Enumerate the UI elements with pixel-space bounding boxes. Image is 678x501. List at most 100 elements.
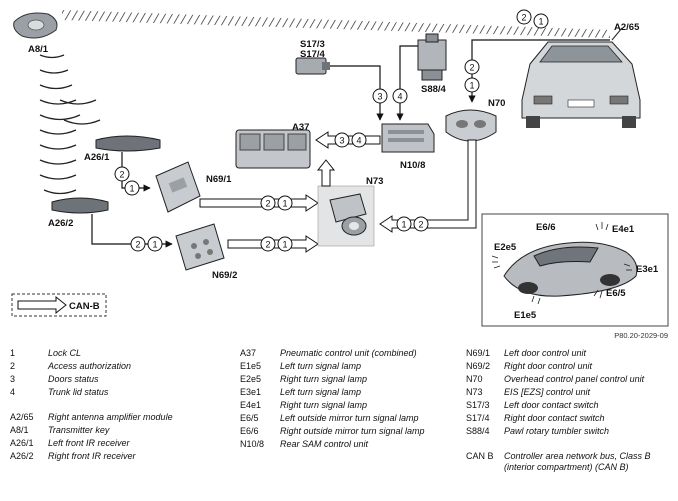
legend-row: CAN B Controller area network bus, Class … <box>466 451 672 473</box>
label-a26-2: A26/2 <box>48 218 73 229</box>
legend-key: N69/2 <box>466 361 491 371</box>
label-n10-8: N10/8 <box>400 160 425 171</box>
legend-key: E4e1 <box>240 400 262 410</box>
left-front-ir-receiver-icon <box>95 135 161 152</box>
legend-value: Right turn signal lamp <box>280 374 368 384</box>
legend-key: A2/65 <box>10 412 34 422</box>
legend-key: A8/1 <box>10 425 29 435</box>
label-n69-2: N69/2 <box>212 270 237 281</box>
legend-value: Right antenna amplifier module <box>48 412 173 422</box>
svg-text:1: 1 <box>469 81 474 91</box>
legend-value: Left front IR receiver <box>48 438 130 448</box>
legend-value: Controller area network bus, Class B (in… <box>504 451 651 472</box>
transmitter-key-icon <box>13 12 58 39</box>
legend-value: Left outside mirror turn signal lamp <box>280 413 419 423</box>
legend-key: N73 <box>466 387 483 397</box>
legend-value: Right door control unit <box>504 361 593 371</box>
left-door-control-unit-icon <box>155 161 201 213</box>
label-e6-6: E6/6 <box>536 222 556 233</box>
svg-text:4: 4 <box>356 136 361 146</box>
legend-key: A37 <box>240 348 257 358</box>
overhead-control-panel-icon <box>445 109 497 142</box>
legend-key: 2 <box>10 361 16 371</box>
can-b-key-label: CAN-B <box>69 301 100 312</box>
legend-key: A26/2 <box>10 451 34 461</box>
svg-text:3: 3 <box>377 92 382 102</box>
car-rear-icon <box>521 27 641 128</box>
can-b-arrow-n69-1-n73: 2 1 <box>199 194 319 212</box>
label-a8-1: A8/1 <box>28 44 49 55</box>
label-n73: N73 <box>366 176 383 187</box>
legend-gap <box>10 400 230 412</box>
legend-value: Left turn signal lamp <box>280 387 362 397</box>
legend-key: 4 <box>10 387 16 397</box>
legend-value: Right door contact switch <box>504 413 605 423</box>
legend-key: 1 <box>10 348 16 358</box>
can-b-arrow-n70-n73: 1 2 <box>379 139 477 233</box>
legend-key: N10/8 <box>240 439 265 449</box>
signal-top-beam: 2 1 <box>516 9 549 29</box>
label-a26-1: A26/1 <box>84 152 110 163</box>
legend-key: E6/6 <box>240 426 259 436</box>
legend-value: Right front IR receiver <box>48 451 136 461</box>
legend-key: CAN B <box>466 451 494 461</box>
legend-row: E2e5 Right turn signal lamp <box>240 374 455 385</box>
can-b-arrow-n73-a37 <box>316 159 336 187</box>
legend-key: S88/4 <box>466 426 490 436</box>
legend-column-2: A37 Pneumatic control unit (combined) E1e5… <box>240 348 455 452</box>
turn-signal-lamp-inset <box>481 213 669 327</box>
signal-a26-1: 2 1 <box>114 166 140 196</box>
system-diagram: A8/1 A2/65 2 1 2 1 N70 S17/3 S17/4 <box>11 9 669 340</box>
legend-key: E6/5 <box>240 413 259 423</box>
signal-antenna-n70: 2 1 <box>464 59 480 93</box>
right-door-control-unit-icon <box>175 223 225 271</box>
legend-row: E6/6 Right outside mirror turn signal lam… <box>240 426 455 437</box>
right-front-ir-receiver-icon <box>51 197 109 214</box>
pneumatic-control-unit-icon <box>235 129 311 169</box>
svg-text:3: 3 <box>339 136 344 146</box>
svg-text:2: 2 <box>521 13 526 23</box>
legend-value: Right turn signal lamp <box>280 400 368 410</box>
svg-text:2: 2 <box>469 63 474 73</box>
can-b-arrow-n69-2-n73: 2 1 <box>227 235 319 253</box>
legend-value: Doors status <box>48 374 99 384</box>
label-a37: A37 <box>292 122 309 133</box>
legend-key: S17/4 <box>466 413 490 423</box>
legend-row: N69/2 Right door control unit <box>466 361 672 372</box>
svg-text:1: 1 <box>282 199 287 209</box>
legend-value: Right outside mirror turn signal lamp <box>280 426 425 436</box>
label-s17-3: S17/3 <box>300 39 325 50</box>
legend-row: S17/4 Right door contact switch <box>466 413 672 424</box>
legend-key: E1e5 <box>240 361 262 371</box>
legend-value: Lock CL <box>48 348 82 358</box>
ir-beam-down <box>39 54 101 195</box>
label-s88-4: S88/4 <box>421 84 447 95</box>
label-e2e5: E2e5 <box>494 242 517 253</box>
legend-key: E3e1 <box>240 387 262 397</box>
legend-value: Pneumatic control unit (combined) <box>280 348 417 358</box>
legend-row: A26/1 Left front IR receiver <box>10 438 230 449</box>
legend-key: S17/3 <box>466 400 490 410</box>
svg-text:1: 1 <box>401 220 406 230</box>
signal-switch-n10: 3 4 <box>372 88 408 104</box>
legend-row: E3e1 Left turn signal lamp <box>240 387 455 398</box>
legend-value: Left turn signal lamp <box>280 361 362 371</box>
legend-key: E2e5 <box>240 374 262 384</box>
legend-value: Overhead control panel control unit <box>504 374 645 384</box>
legend-gap <box>466 439 672 451</box>
ir-beam-top <box>62 10 610 38</box>
legend-key: A26/1 <box>10 438 34 448</box>
legend-row: A26/2 Right front IR receiver <box>10 451 230 462</box>
legend-row: E6/5 Left outside mirror turn signal lamp <box>240 413 455 424</box>
label-e6-5: E6/5 <box>606 288 626 299</box>
svg-text:1: 1 <box>129 184 134 194</box>
